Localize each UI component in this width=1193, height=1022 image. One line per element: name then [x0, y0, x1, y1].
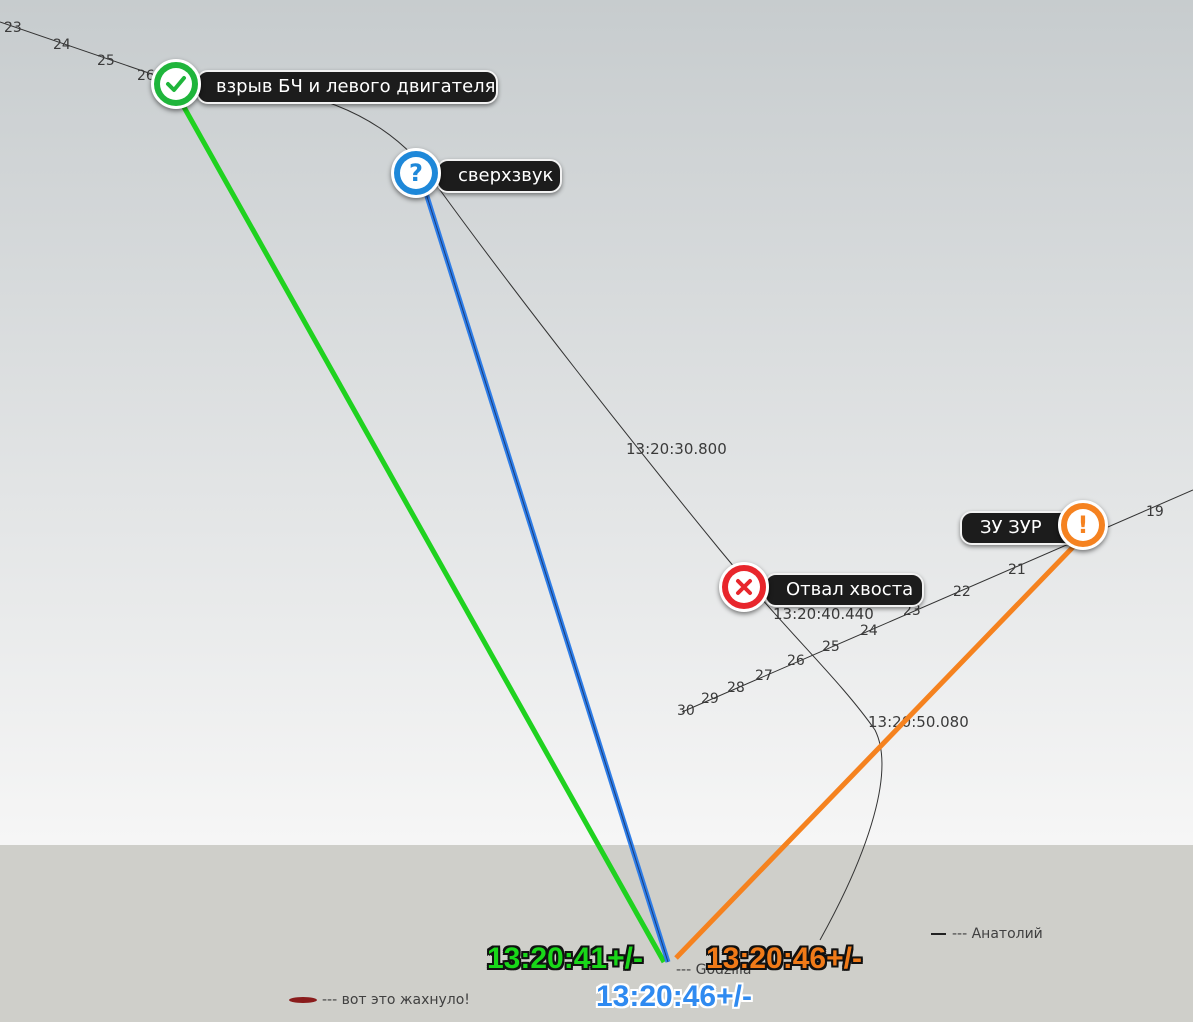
impact-time-orange: 13:20:46+/- [706, 942, 862, 975]
track-a-tick: 24 [53, 37, 71, 53]
track-b-tick: 28 [727, 680, 745, 696]
track-b-tick: 23 [903, 603, 921, 619]
check-icon [166, 76, 186, 92]
track-b-tick: 30 [677, 703, 695, 719]
track-b-tick: 22 [953, 584, 971, 600]
sky-background [0, 0, 1193, 845]
trajectory-curve [174, 81, 883, 941]
marker-circle-warhead-explosion[interactable] [151, 59, 201, 109]
track-a-tick: 26 [137, 68, 155, 84]
timestamp-label: 13:20:40.440 [773, 605, 874, 623]
track-b-tick: 24 [860, 623, 878, 639]
track-b-tick: 19 [1146, 504, 1164, 520]
impact-time-blue: 13:20:46+/- [596, 980, 752, 1013]
marker-circle-supersonic[interactable]: ? [391, 148, 441, 198]
timestamp-label: 13:20:50.080 [868, 713, 969, 731]
track-b-tick: 27 [755, 668, 773, 684]
legend-label-anatoly: --- Анатолий [952, 926, 1043, 942]
track-a-tick: 25 [97, 53, 115, 69]
cross-icon [736, 579, 752, 595]
track-b-tick: 25 [822, 639, 840, 655]
question-icon: ? [409, 159, 423, 187]
marker-label-tail-separation: Отвал хвоста [764, 573, 924, 607]
track-b-tick: 21 [1008, 562, 1026, 578]
legend-swatch-boom [289, 997, 317, 1003]
orange-sight-line [674, 543, 1077, 960]
marker-label-warhead-explosion: взрыв БЧ и левого двигателя [196, 70, 498, 104]
marker-label-supersonic: сверхзвук [436, 159, 562, 193]
ground-plane [0, 845, 1193, 1022]
green-sight-line [177, 98, 667, 964]
legend-label-boom: --- вот это жахнуло! [322, 992, 470, 1008]
legend-label-godzilla: --- Godzilla [676, 962, 752, 978]
marker-circle-missile-launch[interactable]: ! [1058, 500, 1108, 550]
track-a-tick: 23 [4, 20, 22, 36]
marker-circle-tail-separation[interactable] [719, 562, 769, 612]
track-b-tick: 26 [787, 653, 805, 669]
exclamation-icon: ! [1077, 511, 1089, 539]
track-line-a [0, 21, 176, 83]
track-b-tick: 29 [701, 691, 719, 707]
blue-sight-line-edge [424, 189, 669, 963]
timestamp-label: 13:20:30.800 [626, 440, 727, 458]
impact-time-green: 13:20:41+/- [487, 942, 643, 975]
